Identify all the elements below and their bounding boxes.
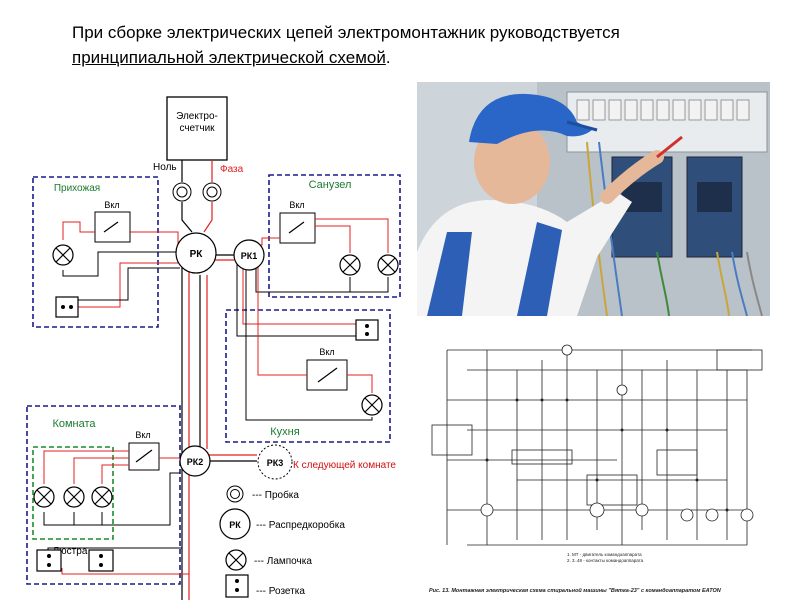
switch-label-kitchen: Вкл	[319, 347, 334, 357]
lamp-kitchen	[361, 394, 383, 416]
room-hall-label: Прихожая	[54, 183, 100, 194]
electric-meter	[166, 96, 228, 161]
legend-fuse-symbol	[226, 485, 244, 503]
legend-fuse: --- Пробка	[252, 489, 299, 501]
junction-box-main	[175, 232, 217, 274]
room-bathroom	[268, 174, 401, 298]
room-kitchen	[225, 309, 391, 443]
legend-box-symbol	[219, 508, 251, 540]
lamp-chandelier-3	[91, 486, 113, 508]
neutral-label: Ноль	[153, 162, 177, 173]
junction-box-rk1-label: РК1	[241, 251, 258, 261]
page-title: При сборке электрических цепей электромо…	[72, 20, 772, 70]
title-line-2: принципиальной электрической схемой	[72, 48, 386, 67]
lamp-bathroom-2	[377, 254, 399, 276]
schematic-note-2: 2. 3..48 - контакты командоаппарата	[567, 558, 644, 563]
title-period: .	[385, 48, 391, 67]
fuse-phase	[202, 182, 222, 202]
legend-box: --- Распредкоробка	[256, 519, 345, 531]
fuse-neutral	[172, 182, 192, 202]
chandelier-label: Люстра	[53, 546, 88, 557]
switch-label-room: Вкл	[135, 430, 150, 440]
socket-hall	[55, 296, 79, 318]
switch-label-bathroom: Вкл	[289, 200, 304, 210]
legend-socket: --- Розетка	[256, 586, 305, 597]
wiring-diagram: Электро- счетчик Ноль Фаза Прихожая Вкл …	[26, 96, 401, 600]
lamp-chandelier-2	[63, 486, 85, 508]
room-kitchen-label: Кухня	[270, 426, 299, 438]
schematic-caption: Рис. 13. Монтажная электрическая схема с…	[429, 587, 722, 594]
socket-room-1	[36, 549, 62, 572]
lamp-bathroom-1	[339, 254, 361, 276]
schematic-note-1: 1. МТ - двигатель командоаппарата	[567, 552, 642, 557]
room-room-label: Комната	[52, 418, 96, 430]
legend-lamp-symbol	[225, 549, 247, 571]
socket-kitchen	[355, 319, 379, 341]
chandelier-group	[32, 446, 114, 540]
lamp-hall	[52, 244, 74, 266]
lamp-chandelier-1	[33, 486, 55, 508]
electrician-photo	[417, 82, 770, 316]
washing-machine-schematic: 1. МТ - двигатель командоаппарата 2. 3..…	[427, 330, 772, 600]
junction-box-main-label: РК	[190, 249, 204, 260]
meter-label-1: Электро-	[176, 111, 218, 122]
junction-box-rk1	[233, 239, 265, 271]
switch-label-hall: Вкл	[104, 200, 119, 210]
room-room	[26, 405, 181, 585]
phase-label: Фаза	[220, 164, 244, 175]
junction-box-rk2	[179, 445, 211, 477]
junction-box-rk3-label: РК3	[267, 458, 284, 468]
legend-box-symbol-label: РК	[229, 520, 241, 530]
room-bathroom-label: Санузел	[309, 179, 352, 191]
junction-box-rk3	[257, 444, 293, 480]
socket-room-2	[88, 549, 114, 572]
legend-lamp: --- Лампочка	[254, 556, 312, 567]
legend-socket-symbol	[225, 574, 249, 598]
junction-box-rk2-label: РК2	[187, 457, 204, 467]
title-line-1: При сборке электрических цепей электромо…	[72, 23, 620, 42]
next-room-label: К следующей комнате	[293, 460, 396, 471]
meter-label-2: счетчик	[179, 123, 215, 134]
